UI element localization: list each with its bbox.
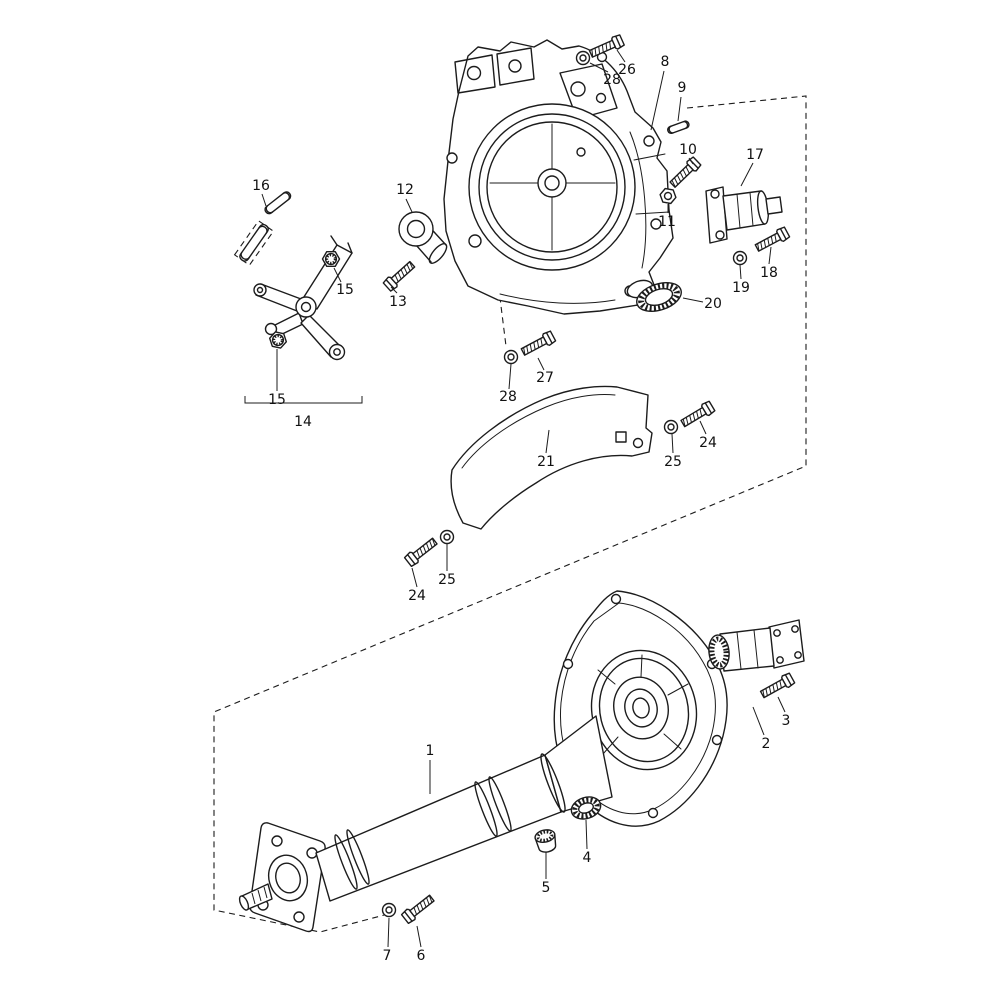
bolt-18 — [753, 225, 791, 255]
part-label-14-release-fork-assembly: 14 — [294, 414, 312, 430]
bolt-3 — [758, 671, 796, 701]
leader-lines — [261, 49, 786, 948]
part-label-6-bolt: 6 — [417, 948, 426, 964]
pivot-pin-16 — [264, 191, 292, 215]
clutch-housing — [443, 39, 674, 315]
bolt-6 — [400, 892, 437, 925]
washer-7 — [381, 902, 397, 918]
part-label-28-washer-mid: 28 — [499, 389, 517, 405]
dowel-pin-9 — [666, 119, 691, 135]
tube-flange — [249, 822, 326, 933]
part-label-5-plug: 5 — [542, 880, 551, 896]
washer-19 — [732, 250, 748, 266]
part-label-13-bolt: 13 — [389, 294, 407, 310]
cap-nut-15-upper — [321, 250, 341, 268]
washer-28-top — [575, 50, 591, 66]
bolt-13 — [381, 258, 418, 293]
washer-28-mid — [503, 349, 519, 365]
bolt-27 — [519, 329, 557, 359]
release-fork-14 — [253, 235, 353, 361]
part-label-21-cover-plate: 21 — [537, 454, 555, 470]
part-label-8-clutch-housing: 8 — [661, 54, 670, 70]
part-label-7-washer: 7 — [383, 948, 392, 964]
guide-bushing-12 — [398, 211, 448, 264]
part-label-10-bolt: 10 — [679, 142, 697, 158]
slave-cylinder-17 — [705, 186, 783, 244]
part-label-25-washer-left: 25 — [438, 572, 456, 588]
washer-25-right — [663, 419, 679, 435]
part-label-20-seal-ring: 20 — [704, 296, 722, 312]
part-label-11-nut: 11 — [658, 214, 676, 230]
part-label-9-dowel-pin: 9 — [678, 80, 687, 96]
fork-assembly-bracket — [244, 396, 363, 404]
part-label-4-knurled-nut: 4 — [583, 850, 592, 866]
part-label-3-bolt: 3 — [782, 713, 791, 729]
bolt-24-left — [403, 535, 440, 568]
part-label-15-cap-nut-lower: 15 — [268, 392, 286, 408]
part-label-24-bolt-right: 24 — [699, 435, 717, 451]
part-label-12-guide-bushing: 12 — [396, 182, 414, 198]
tube-body — [315, 715, 613, 902]
bolt-10 — [667, 155, 703, 190]
part-label-16-pivot-pin: 16 — [252, 178, 270, 194]
part-label-18-bolt: 18 — [760, 265, 778, 281]
knurled-nut-4 — [570, 796, 602, 820]
central-tube-assembly — [238, 590, 805, 933]
mount-assembly-2 — [708, 619, 805, 672]
part-label-26-bolt-top: 26 — [618, 62, 636, 78]
bolt-24-right — [678, 399, 717, 430]
part-label-1-central-tube: 1 — [426, 743, 435, 759]
seal-ring-20 — [636, 282, 682, 312]
part-label-19-washer: 19 — [732, 280, 750, 296]
part-label-24-bolt-left: 24 — [408, 588, 426, 604]
part-label-25-washer-right: 25 — [664, 454, 682, 470]
pivot-pin-installed-ghost — [239, 223, 269, 262]
washer-25-left — [439, 529, 455, 545]
part-label-2-mount-assembly: 2 — [762, 736, 771, 752]
part-label-15-cap-nut-upper: 15 — [336, 282, 354, 298]
part-label-17-slave-cylinder: 17 — [746, 147, 764, 163]
part-label-27-bolt: 27 — [536, 370, 554, 386]
part-label-28-washer-top: 28 — [603, 72, 621, 88]
plug-5 — [534, 829, 557, 853]
spline-stub — [238, 883, 273, 911]
cover-plate-21 — [450, 385, 653, 530]
